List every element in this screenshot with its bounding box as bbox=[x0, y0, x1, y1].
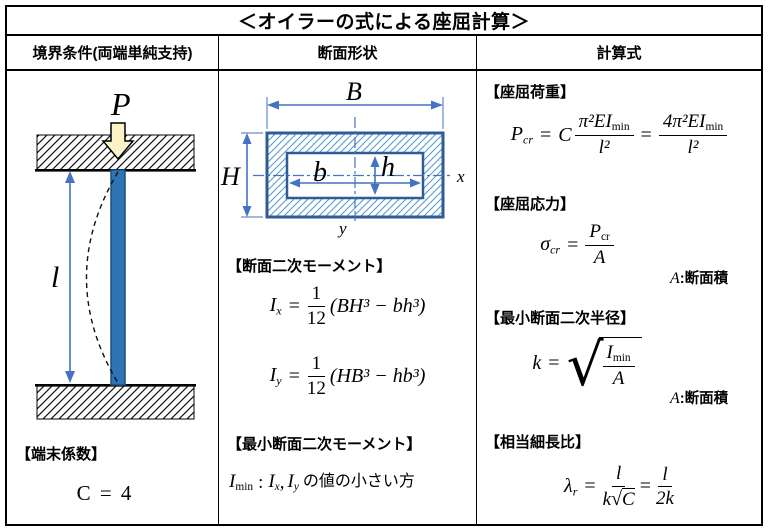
buckling-load-heading: 【座屈荷重】 bbox=[485, 84, 576, 101]
sigma-symbol: σ bbox=[540, 232, 551, 255]
centerlines bbox=[253, 117, 452, 221]
length-label: l bbox=[51, 261, 59, 294]
arrow-left-icon bbox=[267, 100, 279, 110]
min-radius-heading: 【最小断面二次半径】 bbox=[485, 310, 636, 327]
min-moment-heading: 【最小断面二次モーメント】 bbox=[227, 436, 422, 453]
length-dimension bbox=[65, 171, 75, 383]
bottom-support bbox=[35, 383, 196, 420]
arrow-down-icon bbox=[370, 184, 380, 195]
dim-B-label: B bbox=[346, 77, 362, 106]
dim-b bbox=[289, 178, 421, 188]
dim-b-label: b bbox=[313, 157, 327, 188]
load-arrow-icon bbox=[101, 122, 135, 161]
load-label: P bbox=[110, 86, 131, 122]
slenderness-heading: 【相当細長比】 bbox=[485, 434, 591, 451]
deflection-curve bbox=[85, 171, 119, 384]
buckling-diagram: P l bbox=[35, 86, 196, 420]
k-symbol: k bbox=[532, 352, 542, 375]
lambda-symbol: λ bbox=[564, 474, 573, 497]
arrow-up-icon bbox=[242, 133, 252, 144]
arrow-left-icon bbox=[289, 178, 300, 188]
column-member bbox=[85, 169, 126, 386]
formula-pcr: Pcr = C π²EImin l² = 4π²EImin l² bbox=[477, 111, 761, 159]
formula-imin: Imin : Ix , Iy の値の小さい方 bbox=[229, 471, 415, 494]
boundary-condition-cell: P l 【端末係数】 C = 4 bbox=[7, 71, 219, 524]
arrow-up-icon bbox=[65, 171, 75, 183]
sqrt-sign: √ bbox=[611, 487, 623, 510]
header-section-shape: 断面形状 bbox=[219, 36, 477, 69]
dim-B bbox=[266, 97, 444, 129]
dim-h bbox=[370, 156, 380, 195]
iy-symbol: I bbox=[269, 364, 277, 387]
arrow-right-icon bbox=[410, 178, 421, 188]
arrow-down-icon bbox=[242, 206, 252, 217]
end-coefficient-value: C = 4 bbox=[76, 481, 134, 505]
cross-section-diagram: B H b h x y bbox=[220, 77, 465, 238]
arrow-down-icon bbox=[65, 371, 75, 383]
calc-table: ＜オイラーの式による座屈計算＞ 境界条件(両端単純支持) 断面形状 計算式 bbox=[5, 5, 763, 526]
dim-h-label: h bbox=[381, 152, 395, 183]
formulas-cell: 【座屈荷重】 Pcr = C π²EImin l² = 4π²EImin l² bbox=[477, 71, 761, 524]
page-title-text: ＜オイラーの式による座屈計算＞ bbox=[238, 12, 530, 33]
formula-lambda: λr = l k√C = l 2k bbox=[564, 463, 674, 510]
header-boundary-condition: 境界条件(両端単純支持) bbox=[7, 36, 219, 69]
header-formulas: 計算式 bbox=[596, 45, 642, 62]
end-coefficient-heading: 【端末係数】 bbox=[16, 446, 107, 463]
area-note: A:断面積 bbox=[670, 270, 729, 287]
table-header: 境界条件(両端単純支持) 断面形状 計算式 bbox=[7, 36, 761, 71]
dim-H-label: H bbox=[220, 162, 241, 191]
buckling-stress-heading: 【座屈応力】 bbox=[485, 196, 576, 213]
sqrt-sign: √ bbox=[566, 330, 604, 399]
formula-k: k = √ Imin A bbox=[477, 330, 697, 399]
table-body: P l 【端末係数】 C = 4 bbox=[7, 71, 761, 524]
pcr-symbol: P bbox=[510, 122, 524, 145]
arrow-right-icon bbox=[431, 100, 443, 110]
dim-H bbox=[241, 132, 263, 218]
moment-heading: 【断面二次モーメント】 bbox=[227, 258, 392, 275]
axis-y-label: y bbox=[337, 219, 347, 238]
ix-symbol: I bbox=[269, 294, 277, 317]
formula-sigma: σcr = Pcr A bbox=[477, 221, 677, 269]
arrow-up-icon bbox=[370, 156, 380, 167]
page-title: ＜オイラーの式による座屈計算＞ bbox=[7, 7, 761, 36]
axis-x-label: x bbox=[456, 167, 465, 186]
area-note: A:断面積 bbox=[670, 390, 729, 407]
